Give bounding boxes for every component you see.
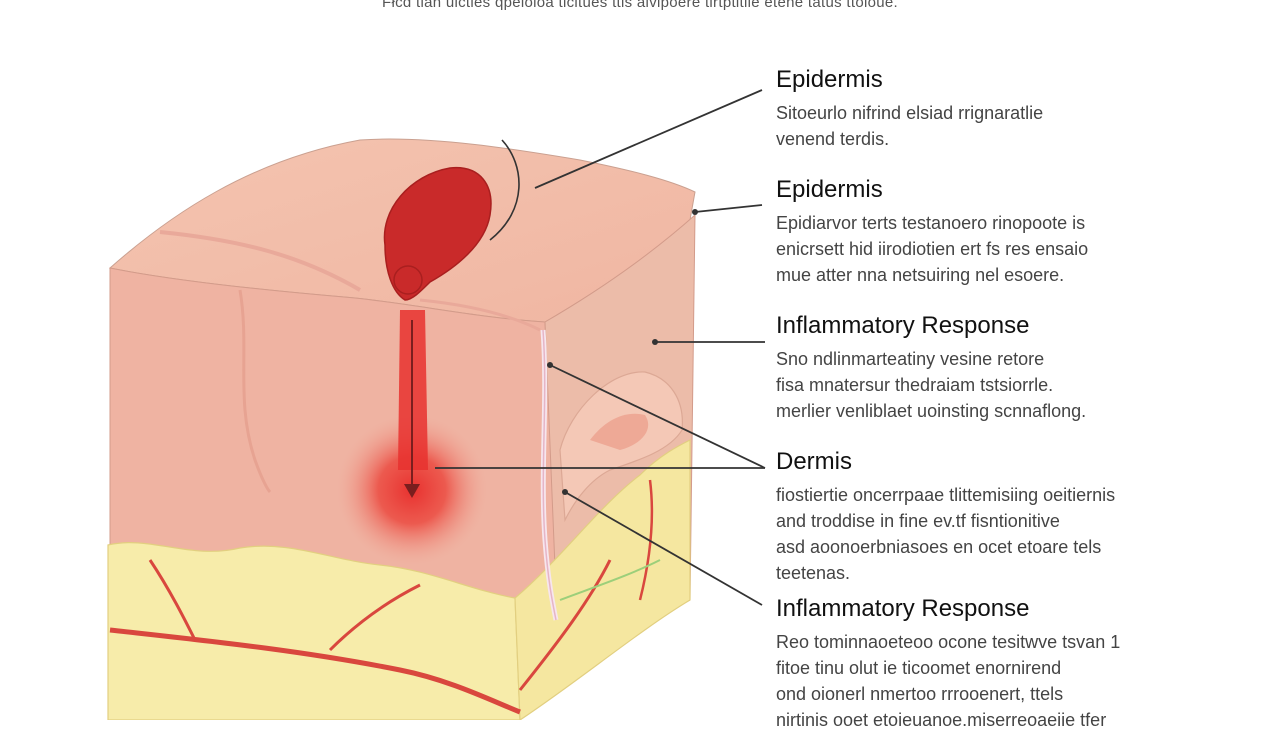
label-title: Inflammatory Response xyxy=(776,595,1030,622)
label-title: Epidermis xyxy=(776,66,883,93)
dermal-vessel xyxy=(238,289,272,494)
pointer-line-2 xyxy=(694,204,763,213)
pointer-dot-2 xyxy=(692,209,698,215)
pointer-dot-5 xyxy=(562,489,568,495)
label-description: Sitoeurlo nifrind elsiad rrignaratlie ve… xyxy=(776,100,1176,152)
label-line: teetenas. xyxy=(776,563,851,583)
blood-vessel xyxy=(109,627,521,715)
label-line: merlier venliblaet uoinsting scnnaflong. xyxy=(776,401,1087,421)
label-inflammatory-response-1: Inflammatory Response Sno ndlinmarteatin… xyxy=(776,312,1176,424)
label-line: Reo tominnaoeteoo ocone tesitwve tsvan 1 xyxy=(776,632,1121,652)
label-line: fisa mnatersur thedraiam tstsiorrle. xyxy=(776,375,1054,395)
blood-vessel xyxy=(638,479,654,601)
top-caption: Fłcd tian ulctles qpeioloa ticitues ttis… xyxy=(382,0,898,11)
lesion-head xyxy=(393,265,423,295)
pointer-line-4a xyxy=(549,364,766,469)
pointer-dot-3 xyxy=(652,339,658,345)
label-title: Dermis xyxy=(776,448,852,475)
arrow-head xyxy=(404,484,420,498)
label-line: venend terdis. xyxy=(776,129,890,149)
pointer-line-1 xyxy=(534,89,763,189)
blood-vessel xyxy=(148,559,197,641)
label-inflammatory-response-2: Inflammatory Response Reo tominnaoeteoo … xyxy=(776,595,1176,733)
dermal-vessel xyxy=(159,230,362,292)
label-line: nirtinis ooet etoieuanoe.miserreoaeiie t… xyxy=(776,710,1107,730)
pointer-dot-4 xyxy=(547,362,553,368)
label-line: Epidiarvor terts testanoero rinopoote is xyxy=(776,213,1086,233)
label-line: mue atter nna netsuiring nel esoere. xyxy=(776,265,1065,285)
lesion-curve xyxy=(489,139,520,241)
label-line: and troddise in fine ev.tf fisntionitive xyxy=(776,511,1060,531)
label-line: enicrsett hid iirodiotien ert fs res ens… xyxy=(776,239,1089,259)
label-line: fiostiertie oncerrpaae tlittemisiing oei… xyxy=(776,485,1116,505)
label-line: fitoe tinu olut ie ticoomet enornirend xyxy=(776,658,1062,678)
label-description: Sno ndlinmarteatiny vesine retore fisa m… xyxy=(776,346,1176,424)
blood-vessel xyxy=(328,583,421,652)
label-line: ond oionerl nmertoo rrrooenert, ttels xyxy=(776,684,1064,704)
label-title: Inflammatory Response xyxy=(776,312,1030,339)
label-line: Sno ndlinmarteatiny vesine retore xyxy=(776,349,1045,369)
dermal-vessel xyxy=(419,298,541,332)
label-epidermis-2: Epidermis Epidiarvor terts testanoero ri… xyxy=(776,176,1176,288)
label-description: Epidiarvor terts testanoero rinopoote is… xyxy=(776,210,1176,288)
hair-follicle-inner xyxy=(590,413,649,450)
label-description: fiostiertie oncerrpaae tlittemisiing oei… xyxy=(776,482,1176,586)
label-dermis: Dermis fiostiertie oncerrpaae tlittemisi… xyxy=(776,448,1176,586)
label-line: Sitoeurlo nifrind elsiad rrignaratlie xyxy=(776,103,1044,123)
label-title: Epidermis xyxy=(776,176,883,203)
label-line: asd aoonoerbniasoes en ocet etoare tels xyxy=(776,537,1102,557)
nerve-fiber xyxy=(542,329,557,621)
nerve-fiber xyxy=(559,559,661,601)
blood-vessel xyxy=(518,559,612,691)
label-description: Reo tominnaoeteoo ocone tesitwve tsvan 1… xyxy=(776,629,1176,733)
label-epidermis-1: Epidermis Sitoeurlo nifrind elsiad rrign… xyxy=(776,66,1176,152)
pointer-line-5 xyxy=(564,491,763,606)
fat-layer-side xyxy=(514,439,691,720)
